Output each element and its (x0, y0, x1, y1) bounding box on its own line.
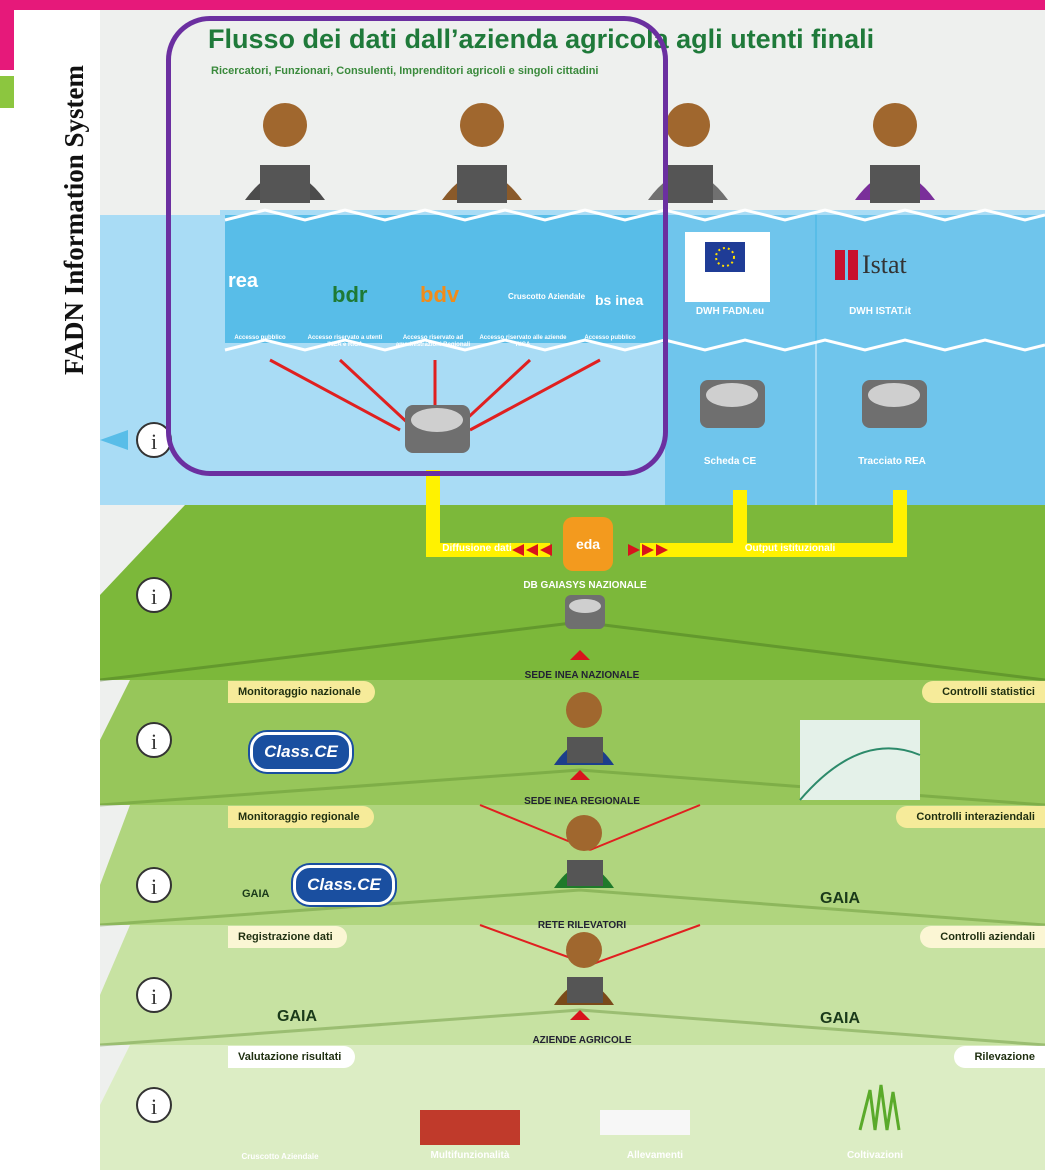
portal-bdv-access: Accesso riservato ad amministrazioni Reg… (395, 335, 471, 348)
user-icon (554, 815, 614, 888)
tag-monitoraggio-regionale: Monitoraggio regionale (228, 806, 374, 828)
bottom-coltivazioni-label: Coltivazioni (846, 1150, 904, 1161)
user-icon (554, 692, 614, 765)
tag-controlli-interaziendali: Controlli interaziendali (896, 806, 1045, 828)
aziende-agricole-label: AZIENDE AGRICOLE (532, 1035, 632, 1046)
tag-registrazione-dati: Registrazione dati (228, 926, 347, 948)
info-button[interactable]: i (136, 722, 172, 758)
db-gaiasys-label: DB GAIASYS NAZIONALE (523, 580, 647, 591)
diagram-title: Flusso dei dati dall’azienda agricola ag… (208, 24, 875, 54)
highlight-frame (166, 16, 668, 476)
user-icon (648, 103, 728, 203)
info-button[interactable]: i (136, 977, 172, 1013)
gaia-logo: GAIA (820, 1010, 860, 1027)
gaia-logo: GAIA (820, 890, 860, 907)
sidebar-title-text: FADN Information System (59, 65, 89, 375)
diagram-subtitle: Ricercatori, Funzionari, Consulenti, Imp… (211, 65, 599, 77)
istat-logo: Istat (862, 250, 907, 279)
diagram-graphic (100, 10, 1045, 1170)
portal-cruscotto-logo[interactable]: Cruscotto Aziendale (508, 292, 586, 301)
portal-bsinea-logo[interactable]: bs inea (595, 292, 644, 308)
disk-icon (405, 405, 470, 453)
sede-inea-nazionale-label: SEDE INEA NAZIONALE (524, 670, 640, 681)
disk-icon (862, 380, 927, 428)
info-button[interactable]: i (136, 1087, 172, 1123)
eda-logo[interactable]: eda (563, 517, 613, 571)
bottom-multifunzionalita-label: Multifunzionalità (430, 1150, 510, 1161)
top-accent-bar (0, 0, 1045, 10)
class-ce-logo: Class.CE (293, 865, 395, 905)
bottom-allevamenti-label: Allevamenti (626, 1150, 684, 1161)
portal-bdr-logo[interactable]: bdr (332, 282, 368, 307)
rete-rilevatori-label: RETE RILEVATORI (537, 920, 627, 931)
side-accent-pink (0, 10, 14, 70)
band-green-5 (100, 1045, 1045, 1170)
side-accent-green (0, 76, 14, 108)
user-icon (855, 103, 935, 203)
sede-inea-regionale-label: SEDE INEA REGIONALE (524, 796, 640, 807)
disk-icon (565, 595, 605, 629)
user-icon (245, 103, 325, 203)
portal-cruscotto-access: Accesso riservato alle aziende RICA (479, 335, 567, 348)
portal-rea-logo[interactable]: rea (228, 270, 259, 292)
scheda-ce-label: Scheda CE (703, 456, 757, 467)
class-ce-logo: Class.CE (250, 732, 352, 772)
gaia-logo: GAIA (277, 1008, 317, 1025)
tracciato-rea-label: Tracciato REA (858, 456, 926, 467)
portal-bsinea-access: Accesso pubblico (584, 335, 636, 341)
dwh-fadn-label: DWH FADN.eu (695, 306, 765, 317)
tag-controlli-aziendali: Controlli aziendali (920, 926, 1045, 948)
tag-rilevazione: Rilevazione (954, 1046, 1045, 1068)
tag-valutazione-risultati: Valutazione risultati (228, 1046, 356, 1068)
eda-logo-text: eda (575, 536, 601, 552)
info-button[interactable]: i (136, 577, 172, 613)
gaia-logo: GAIA (242, 888, 270, 900)
tag-controlli-statistici: Controlli statistici (922, 681, 1045, 703)
disk-icon (700, 380, 765, 428)
user-icon (554, 932, 614, 1005)
portal-bdr-access: Accesso riservato a utenti INEA e RICA (307, 335, 383, 348)
tag-monitoraggio-nazionale: Monitoraggio nazionale (228, 681, 375, 703)
diffusione-dati-label: Diffusione dati (442, 543, 512, 554)
dwh-istat-label: DWH ISTAT.it (849, 306, 911, 317)
portal-rea-access: Accesso pubblico (234, 335, 286, 341)
bottom-cruscotto-label: Cruscotto Aziendale (241, 1152, 319, 1161)
user-icon (442, 103, 522, 203)
output-istituzionali-label: Output istituzionali (744, 543, 836, 554)
fadn-diagram: Flusso dei dati dall’azienda agricola ag… (100, 10, 1045, 1170)
portal-bdv-logo[interactable]: bdv (420, 282, 460, 307)
info-button[interactable]: i (136, 867, 172, 903)
